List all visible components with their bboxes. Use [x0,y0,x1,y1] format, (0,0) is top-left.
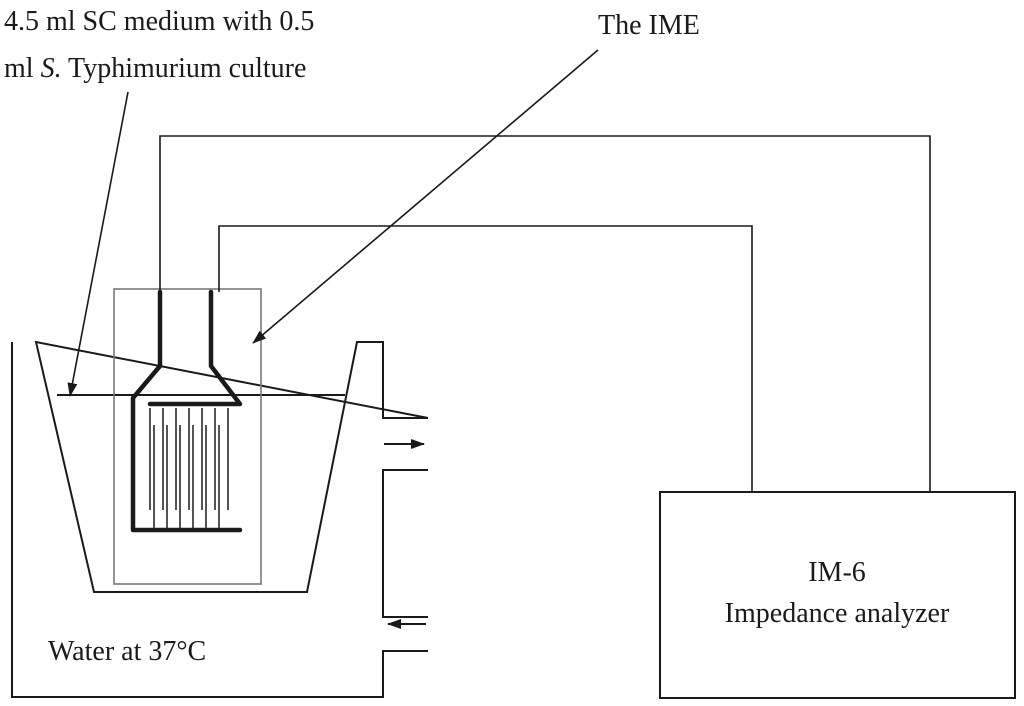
medium-label-ml: ml [4,53,41,84]
analyzer-label-line1: IM-6 [808,557,866,588]
medium-pointer-arrow [67,91,129,397]
analyzer-label-line2: Impedance analyzer [725,598,950,629]
ime-electrode-body [130,289,243,533]
ime-fingers [149,408,229,528]
medium-label-serovar: Typhimurium culture [62,53,307,84]
ime-pointer-arrow [252,49,599,344]
ime-label: The IME [598,10,700,41]
medium-label-line2: ml S. Typhimurium culture [4,53,306,84]
sample-tube [113,288,262,585]
water-bath-outline [11,340,429,698]
impedance-analyzer-box [659,491,1016,699]
cable-inner [218,225,753,493]
water-label: Water at 37°C [48,636,206,667]
cable-outer [159,135,931,493]
medium-label-species-italic: S. [41,53,62,84]
medium-label-line1: 4.5 ml SC medium with 0.5 [4,6,314,37]
